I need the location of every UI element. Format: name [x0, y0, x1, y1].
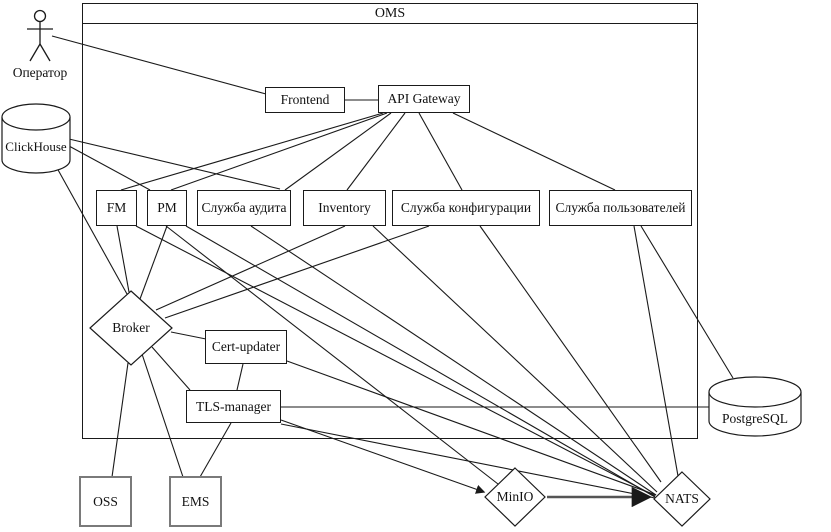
edge-pm-minio	[165, 225, 499, 485]
postgresql-cylinder-icon	[708, 376, 802, 437]
edge-tls-manager-minio	[280, 419, 486, 494]
node-pm: PM	[147, 190, 187, 226]
node-oss: OSS	[79, 476, 132, 527]
node-ems: EMS	[169, 476, 222, 527]
edge-users-postgresql	[640, 225, 734, 379]
node-frontend: Frontend	[265, 87, 345, 113]
broker-diamond-shape	[89, 290, 173, 366]
node-audit-service: Служба аудита	[197, 190, 291, 226]
edge-clickhouse-broker	[56, 167, 128, 295]
node-config-service: Служба конфигурации	[392, 190, 540, 226]
node-fm: FM	[96, 190, 137, 226]
nats-diamond-shape	[653, 471, 711, 527]
edge-api-gateway-fm	[120, 112, 384, 191]
edge-cert-updater-tls-manager	[236, 363, 244, 391]
edge-broker-tls-manager	[151, 346, 191, 391]
node-cert-updater: Cert-updater	[205, 330, 287, 364]
oms-frame-title: OMS	[83, 4, 697, 24]
edge-broker-ems	[141, 353, 184, 478]
clickhouse-cylinder-icon	[1, 103, 71, 174]
edge-fm-broker	[116, 225, 130, 293]
edge-fm-nats	[135, 225, 656, 497]
edge-operator-frontend	[51, 35, 267, 95]
edge-api-gateway-inventory	[346, 112, 406, 191]
edge-pm-broker	[139, 225, 168, 300]
edge-broker-oss	[111, 362, 129, 478]
node-users-service: Служба пользователей	[549, 190, 692, 226]
edge-clickhouse-audit	[68, 138, 281, 190]
operator-actor-icon	[27, 9, 53, 62]
edge-config-broker	[164, 225, 430, 319]
edge-clickhouse-pm	[68, 145, 151, 191]
edge-api-gateway-pm	[170, 112, 388, 191]
edge-api-gateway-config	[418, 112, 463, 191]
minio-diamond-shape	[484, 467, 546, 527]
edge-cert-updater-nats	[286, 360, 657, 496]
edge-pm-nats	[185, 225, 656, 498]
edge-users-nats	[633, 225, 679, 477]
edge-tls-manager-ems	[199, 422, 232, 478]
edge-broker-cert-updater	[170, 331, 207, 340]
edge-api-gateway-users	[452, 112, 616, 191]
edge-api-gateway-audit	[284, 112, 392, 191]
edge-config-nats	[479, 225, 662, 483]
edge-inventory-broker	[155, 225, 346, 311]
node-inventory: Inventory	[303, 190, 386, 226]
node-tls-manager: TLS-manager	[186, 390, 281, 423]
edge-inventory-nats	[372, 225, 658, 493]
edge-audit-nats	[250, 225, 657, 496]
node-api-gateway: API Gateway	[378, 85, 470, 113]
